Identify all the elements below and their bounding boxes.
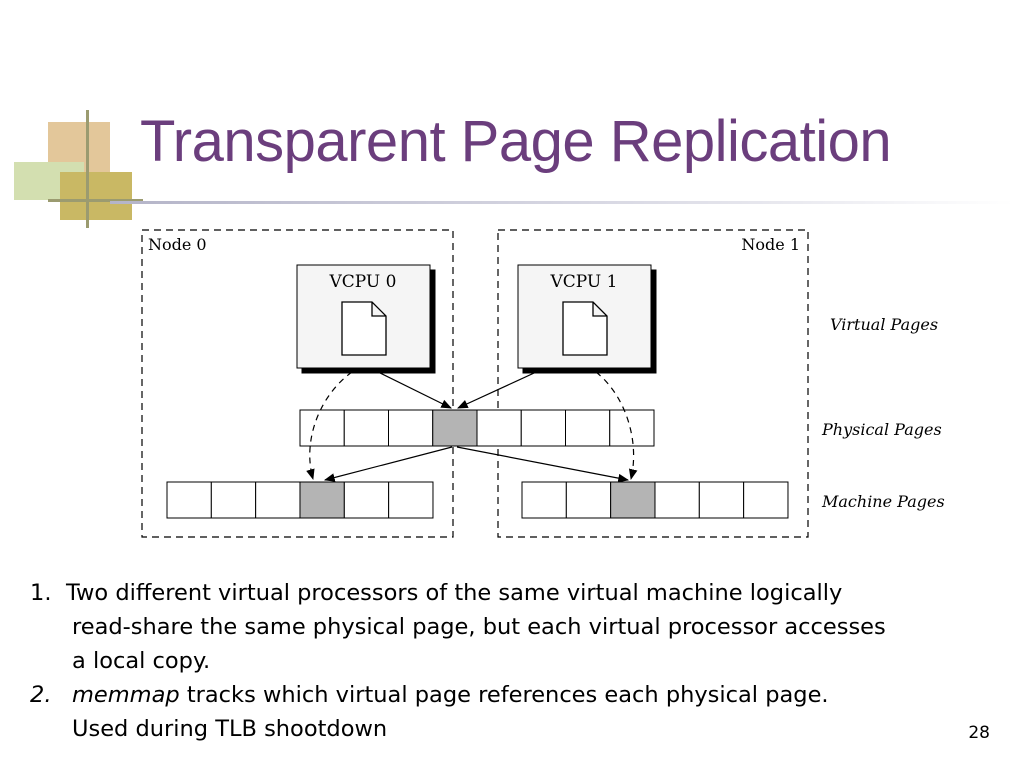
bullet-text-line: Used during TLB shootdown [72, 716, 388, 742]
vcpu1-label: VCPU 1 [550, 272, 618, 292]
physical-page-cell [299, 409, 345, 447]
machine-page-cell [654, 481, 700, 519]
decoration-square-olive [60, 172, 132, 220]
physical-page-cell [388, 409, 434, 447]
machine-page-cell [210, 481, 257, 519]
dashed-arrow-vcpu0-to-machine0 [306, 371, 353, 481]
virtual-pages-label: Virtual Pages [830, 315, 938, 334]
node1-label: Node 1 [741, 235, 800, 254]
machine-page-cell [698, 481, 745, 519]
physical-page-cell [609, 409, 655, 447]
arrow-vcpu1-to-physical [457, 367, 546, 409]
node1-box [497, 229, 809, 538]
bullet-marker: 1. [30, 580, 52, 606]
physical-page-cell [565, 409, 611, 447]
arrow-physical-to-machine1 [456, 446, 630, 483]
node0-box [141, 229, 454, 538]
bullet-item-1: 1. Two different virtual processors of t… [30, 576, 990, 678]
machine-page-cell [743, 481, 789, 519]
decoration-horizontal-line [48, 199, 143, 202]
machine-page-cell-highlighted [299, 481, 345, 519]
machine-page-cell [565, 481, 612, 519]
physical-page-cell [476, 409, 522, 447]
machine-page-cell [255, 481, 301, 519]
bullet-text-line: a local copy. [72, 648, 211, 674]
physical-pages-label: Physical Pages [821, 420, 942, 439]
bullet-text-line: read-share the same physical page, but e… [72, 614, 886, 640]
bullet-text-line: Two different virtual processors of the … [66, 580, 843, 606]
physical-page-cell [343, 409, 389, 447]
bullet-text: tracks which virtual page references eac… [179, 682, 829, 708]
bullet-text-line: memmap tracks which virtual page referen… [72, 678, 990, 712]
slide-title: Transparent Page Replication [140, 109, 892, 174]
document-icon [562, 301, 608, 356]
memmap-term: memmap [72, 682, 180, 708]
arrow-physical-to-machine0 [323, 446, 453, 482]
bullet-list: 1. Two different virtual processors of t… [30, 576, 990, 746]
slide-number: 28 [968, 723, 990, 743]
decoration-vertical-line [86, 110, 89, 228]
title-underline [110, 201, 1014, 204]
physical-pages-row [299, 409, 655, 447]
machine-page-cell-highlighted [610, 481, 656, 519]
document-icon [341, 301, 387, 356]
machine-page-cell [388, 481, 434, 519]
machine-pages-label: Machine Pages [821, 492, 945, 511]
arrow-vcpu0-to-physical [369, 367, 452, 409]
machine-page-cell [343, 481, 390, 519]
vcpu0-label: VCPU 0 [329, 272, 397, 292]
machine-pages-row-node1 [521, 481, 789, 519]
dashed-arrow-vcpu1-to-machine1 [595, 371, 638, 481]
machine-page-cell [166, 481, 212, 519]
bullet-item-2: 2. memmap tracks which virtual page refe… [30, 678, 990, 746]
node0-label: Node 0 [148, 235, 207, 254]
physical-page-cell-highlighted [432, 409, 478, 447]
bullet-marker: 2. [30, 682, 52, 708]
machine-page-cell [521, 481, 567, 519]
machine-pages-row-node0 [166, 481, 434, 519]
physical-page-cell [520, 409, 566, 447]
